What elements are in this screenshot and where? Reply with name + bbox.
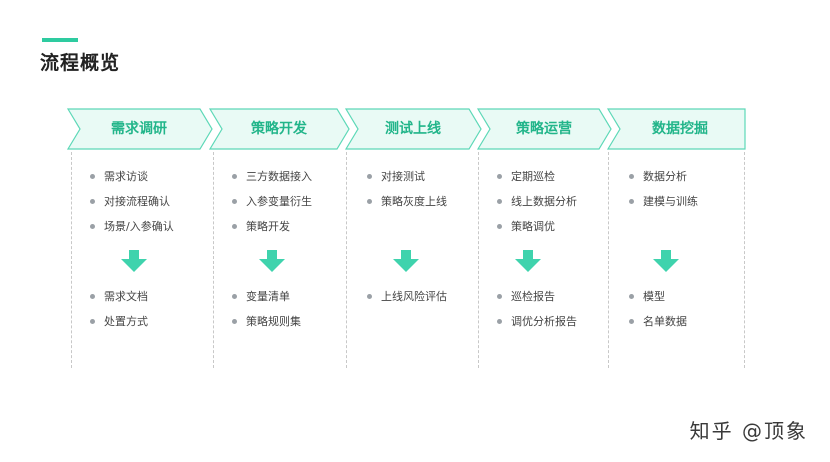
bullet: [497, 319, 502, 324]
stage-chevron-2: [208, 108, 350, 150]
down-arrow-icon: [121, 250, 147, 272]
stage-2-inputs: 三方数据接入 入参变量衍生 策略开发: [232, 164, 312, 239]
bullet: [629, 174, 634, 179]
stage-label-5: 数据挖掘: [652, 121, 708, 137]
down-arrow-icon: [515, 250, 541, 272]
bullet: [232, 224, 237, 229]
stage-label-2: 策略开发: [251, 121, 307, 137]
stage-3-outputs: 上线风险评估: [367, 284, 447, 309]
stage-label-1: 需求调研: [111, 121, 167, 137]
stage-column-1: 需求访谈 对接流程确认 场景/入参确认 需求文档 处置方式: [71, 152, 214, 368]
list-item: 三方数据接入: [232, 164, 312, 189]
stage-chevron-1: [67, 108, 213, 150]
list-item: 需求文档: [90, 284, 148, 309]
bullet: [90, 174, 95, 179]
list-item: 场景/入参确认: [90, 214, 174, 239]
stage-chevron-3: [344, 108, 482, 150]
bullet: [629, 294, 634, 299]
list-item: 策略规则集: [232, 309, 301, 334]
bullet: [497, 174, 502, 179]
stage-5-outputs: 模型 名单数据: [629, 284, 687, 334]
stage-2-outputs: 变量清单 策略规则集: [232, 284, 301, 334]
bullet: [497, 294, 502, 299]
list-item: 调优分析报告: [497, 309, 577, 334]
bullet: [232, 174, 237, 179]
list-item: 需求访谈: [90, 164, 174, 189]
stage-column-2: 三方数据接入 入参变量衍生 策略开发 变量清单 策略规则集: [213, 152, 347, 368]
stage-chevron-4: [476, 108, 612, 150]
stage-1-inputs: 需求访谈 对接流程确认 场景/入参确认: [90, 164, 174, 239]
stage-4-outputs: 巡检报告 调优分析报告: [497, 284, 577, 334]
stage-chevron-5: [606, 108, 746, 150]
bullet: [90, 294, 95, 299]
bullet: [90, 319, 95, 324]
stage-column-3: 对接测试 策略灰度上线 上线风险评估: [347, 152, 479, 368]
list-item: 处置方式: [90, 309, 148, 334]
bullet: [90, 224, 95, 229]
bullet: [367, 174, 372, 179]
stage-5-inputs: 数据分析 建模与训练: [629, 164, 698, 214]
list-item: 对接测试: [367, 164, 447, 189]
bullet: [497, 199, 502, 204]
stage-1-outputs: 需求文档 处置方式: [90, 284, 148, 334]
bullet: [497, 224, 502, 229]
bullet: [629, 199, 634, 204]
bullet: [367, 199, 372, 204]
bullet: [232, 294, 237, 299]
watermark: 知乎 @顶象: [690, 415, 808, 444]
title-accent-bar: [42, 38, 78, 42]
list-item: 模型: [629, 284, 687, 309]
list-item: 定期巡检: [497, 164, 577, 189]
page-title: 流程概览: [40, 52, 121, 74]
list-item: 线上数据分析: [497, 189, 577, 214]
stage-column-4: 定期巡检 线上数据分析 策略调优 巡检报告 调优分析报告: [479, 152, 609, 368]
list-item: 上线风险评估: [367, 284, 447, 309]
list-item: 名单数据: [629, 309, 687, 334]
list-item: 变量清单: [232, 284, 301, 309]
list-item: 入参变量衍生: [232, 189, 312, 214]
down-arrow-icon: [393, 250, 419, 272]
stage-column-5: 数据分析 建模与训练 模型 名单数据: [609, 152, 745, 368]
list-item: 数据分析: [629, 164, 698, 189]
bullet: [90, 199, 95, 204]
stage-chevrons: [67, 108, 746, 150]
stage-label-4: 策略运营: [516, 121, 572, 137]
list-item: 策略开发: [232, 214, 312, 239]
list-item: 对接流程确认: [90, 189, 174, 214]
bullet: [629, 319, 634, 324]
list-item: 建模与训练: [629, 189, 698, 214]
stage-4-inputs: 定期巡检 线上数据分析 策略调优: [497, 164, 577, 239]
down-arrow-icon: [259, 250, 285, 272]
process-flow: 需求调研 策略开发 测试上线 策略运营 数据挖掘: [67, 108, 757, 150]
stage-label-3: 测试上线: [385, 121, 441, 137]
stage-3-inputs: 对接测试 策略灰度上线: [367, 164, 447, 214]
bullet: [232, 199, 237, 204]
list-item: 策略调优: [497, 214, 577, 239]
down-arrow-icon: [653, 250, 679, 272]
bullet: [367, 294, 372, 299]
bullet: [232, 319, 237, 324]
list-item: 巡检报告: [497, 284, 577, 309]
watermark-text: 知乎 @顶象: [689, 419, 808, 443]
list-item: 策略灰度上线: [367, 189, 447, 214]
